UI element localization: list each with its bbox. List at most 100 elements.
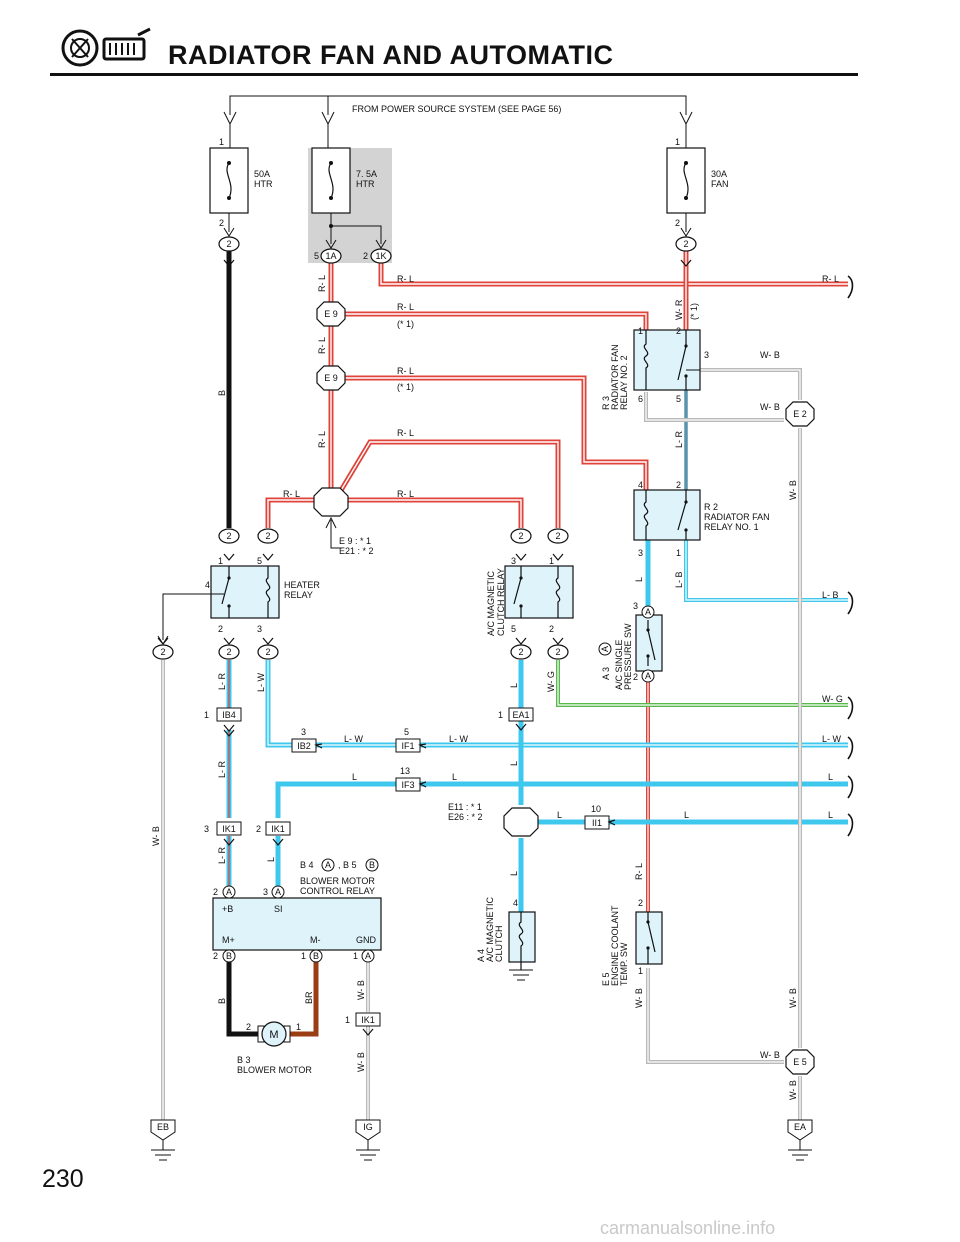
ac-magnetic-clutch [508, 911, 536, 970]
svg-text:TEMP. SW: TEMP. SW [619, 942, 629, 986]
svg-text:W- B: W- B [760, 1050, 780, 1060]
ac-magnetic-clutch-relay [504, 565, 574, 619]
svg-text:HTR: HTR [356, 179, 375, 189]
svg-text:2: 2 [213, 887, 218, 897]
connector-1k: 1K 2 [363, 248, 392, 264]
svg-text:R- L: R- L [397, 428, 414, 438]
svg-text:RELAY NO. 2: RELAY NO. 2 [619, 355, 629, 410]
fuse-30a-fan [666, 147, 706, 214]
svg-text:A: A [325, 860, 331, 870]
svg-text:A 3: A 3 [601, 667, 611, 680]
connector-circle-labels: 2 2 2 2 2 2 2 2 2 2 2 [160, 239, 688, 657]
svg-text:A: A [365, 951, 371, 961]
wire-b-motor [226, 962, 258, 1037]
svg-text:R- L: R- L [317, 275, 327, 292]
ground-eb: EB [150, 1119, 176, 1161]
svg-text:W- R: W- R [674, 299, 684, 320]
svg-text:B: B [217, 390, 227, 396]
radiator-fan-relay-no1 [633, 489, 701, 541]
svg-text:II1: II1 [592, 818, 602, 828]
svg-text:L: L [828, 810, 833, 820]
wire-l-if3 [275, 781, 848, 818]
svg-text:W- B: W- B [760, 402, 780, 412]
svg-text:L- R: L- R [217, 846, 227, 864]
svg-text:2: 2 [363, 251, 368, 261]
svg-text:+B: +B [222, 904, 233, 914]
svg-text:2: 2 [555, 647, 560, 657]
svg-text:IK1: IK1 [271, 824, 285, 834]
wire-r-l-r2 [345, 375, 649, 490]
svg-text:1: 1 [498, 710, 503, 720]
svg-text:IK1: IK1 [222, 824, 236, 834]
svg-text:R- L: R- L [317, 431, 327, 448]
svg-text:50A: 50A [254, 169, 270, 179]
svg-text:1: 1 [676, 548, 681, 558]
svg-text:R 3: R 3 [601, 396, 611, 410]
svg-text:1: 1 [675, 137, 680, 147]
svg-text:L- R: L- R [217, 672, 227, 690]
svg-text:E 9: E 9 [324, 309, 338, 319]
svg-text:, B 5: , B 5 [338, 860, 357, 870]
svg-text:W- B: W- B [788, 988, 798, 1008]
svg-text:2: 2 [246, 1022, 251, 1032]
svg-text:RELAY NO. 1: RELAY NO. 1 [704, 522, 759, 532]
svg-text:6: 6 [638, 394, 643, 404]
svg-text:A/C MAGNETIC: A/C MAGNETIC [486, 570, 496, 636]
svg-text:R- L: R- L [822, 274, 839, 284]
svg-text:EA1: EA1 [512, 710, 529, 720]
svg-text:E 2: E 2 [793, 409, 807, 419]
svg-text:(* 1): (* 1) [397, 382, 414, 392]
svg-text:IB4: IB4 [222, 710, 236, 720]
svg-text:1K: 1K [375, 251, 386, 261]
svg-text:E 5: E 5 [601, 972, 611, 986]
svg-text:2: 2 [549, 624, 554, 634]
svg-text:2: 2 [518, 531, 523, 541]
svg-text:4: 4 [205, 580, 210, 590]
svg-text:L: L [452, 772, 457, 782]
svg-text:E 9: E 9 [324, 373, 338, 383]
svg-text:R- L: R- L [634, 863, 644, 880]
svg-text:GND: GND [356, 935, 377, 945]
svg-text:2: 2 [219, 218, 224, 228]
junction-e9-upper: E 9 [316, 301, 346, 327]
heater-relay [210, 565, 280, 619]
svg-text:A: A [645, 671, 651, 681]
svg-text:1: 1 [296, 1022, 301, 1032]
svg-text:1: 1 [301, 951, 306, 961]
svg-text:1: 1 [218, 556, 223, 566]
svg-text:B: B [226, 951, 232, 961]
svg-text:L- R: L- R [217, 760, 227, 778]
svg-text:IB2: IB2 [297, 741, 311, 751]
wire-w-b [644, 368, 802, 1120]
svg-text:2: 2 [218, 624, 223, 634]
watermark: carmanualsonline.info [600, 1218, 776, 1238]
ground-ea: EA [787, 1119, 813, 1161]
svg-text:A/C SINGLE: A/C SINGLE [614, 639, 624, 690]
svg-text:2: 2 [213, 951, 218, 961]
svg-text:L: L [509, 871, 519, 876]
blower-motor-control-relay: A A B B A [212, 885, 382, 963]
svg-text:R- L: R- L [397, 302, 414, 312]
svg-text:IG: IG [363, 1122, 373, 1132]
svg-text:B: B [217, 998, 227, 1004]
svg-text:5: 5 [404, 727, 409, 737]
svg-text:2: 2 [265, 647, 270, 657]
svg-text:L: L [634, 577, 644, 582]
svg-text:1: 1 [638, 966, 643, 976]
svg-text:L: L [557, 810, 562, 820]
svg-text:13: 13 [400, 766, 410, 776]
svg-text:W- G: W- G [822, 694, 843, 704]
svg-text:2: 2 [633, 672, 638, 682]
svg-text:W- B: W- B [356, 1052, 366, 1072]
svg-text:L: L [352, 772, 357, 782]
svg-text:1: 1 [353, 951, 358, 961]
power-source-label: FROM POWER SOURCE SYSTEM (SEE PAGE 56) [352, 104, 561, 114]
svg-text:10: 10 [591, 804, 601, 814]
ground-clutch [509, 969, 533, 981]
svg-text:2: 2 [683, 239, 688, 249]
svg-text:R- L: R- L [283, 489, 300, 499]
svg-text:2: 2 [226, 531, 231, 541]
